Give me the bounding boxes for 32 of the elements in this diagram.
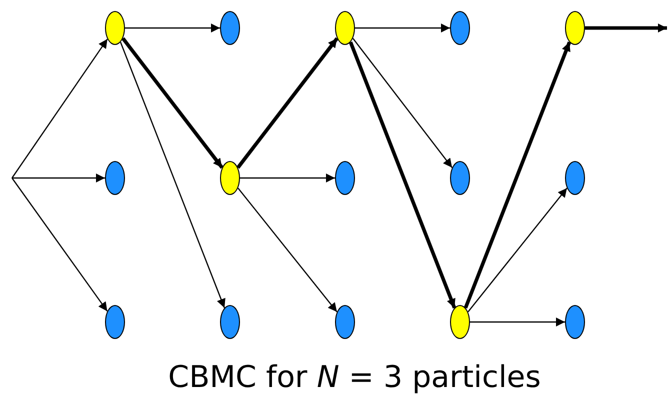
ellipse-node xyxy=(450,161,470,195)
arrow xyxy=(125,24,220,32)
ellipse-node xyxy=(335,11,355,45)
arrow xyxy=(12,178,108,312)
ellipse-node xyxy=(450,11,470,45)
arrow xyxy=(470,318,565,326)
caption: CBMC for N = 3 particles xyxy=(167,360,542,395)
ellipse-node xyxy=(105,161,125,195)
arrow xyxy=(468,188,568,312)
arrow xyxy=(238,188,338,312)
ellipse-node xyxy=(105,305,125,339)
ellipse-node xyxy=(335,161,355,195)
arrow xyxy=(355,24,450,32)
arrow xyxy=(585,24,667,32)
ellipse-node xyxy=(565,305,585,339)
ellipse-node xyxy=(105,11,125,45)
arrow xyxy=(120,42,226,308)
arrow xyxy=(464,42,572,308)
arrow xyxy=(12,174,105,182)
ellipse-node xyxy=(220,11,240,45)
ellipse-node xyxy=(565,161,585,195)
arrow xyxy=(352,38,453,168)
ellipse-node xyxy=(220,305,240,339)
ellipse-node xyxy=(220,161,240,195)
arrow xyxy=(240,174,335,182)
arrow xyxy=(122,37,224,169)
ellipse-node xyxy=(565,11,585,45)
ellipse-node xyxy=(335,305,355,339)
arrow xyxy=(236,37,338,169)
arrow xyxy=(12,38,108,178)
arrow xyxy=(348,42,456,308)
ellipse-node xyxy=(450,305,470,339)
